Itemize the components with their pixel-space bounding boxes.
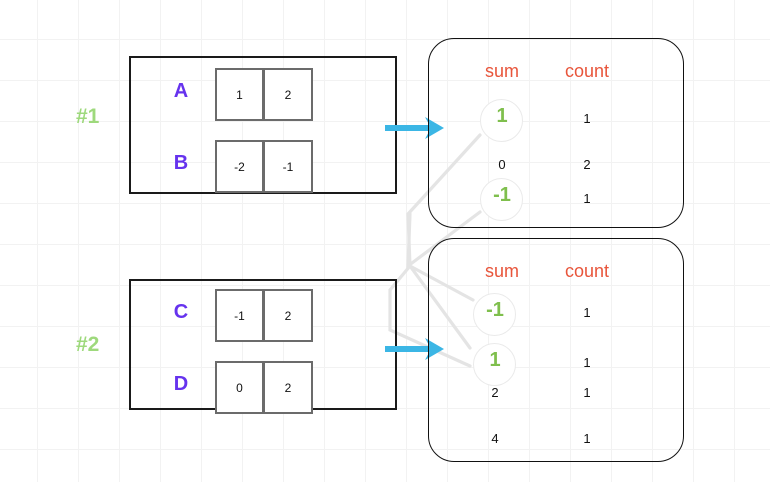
sum-value: 2 — [491, 385, 499, 400]
output-table-2: sum count -1 1 1 1 2 1 4 1 — [428, 238, 684, 462]
count-value: 1 — [583, 111, 591, 126]
count-value: 1 — [583, 355, 591, 370]
sum-value: 1 — [496, 105, 508, 127]
count-value: 1 — [583, 431, 591, 446]
row-label-d: D — [173, 373, 189, 395]
row-label-c: C — [173, 301, 189, 323]
count-value: 2 — [583, 157, 591, 172]
group-tag-1: #1 — [76, 105, 100, 128]
sum-value: 1 — [489, 349, 501, 371]
row-cells-b: -2 -1 — [215, 140, 313, 193]
column-header-sum: sum — [484, 261, 519, 281]
highlight-ring — [473, 293, 516, 336]
input-row-c: C -1 2 — [131, 289, 399, 345]
cell: -1 — [264, 140, 313, 193]
cell: 2 — [264, 361, 313, 414]
arrow-group2-to-output2 — [385, 335, 445, 363]
count-value: 1 — [583, 385, 591, 400]
input-row-b: B -2 -1 — [131, 140, 399, 196]
input-group-1: A 1 2 B -2 -1 — [129, 56, 397, 194]
input-group-2: C -1 2 D 0 2 — [129, 279, 399, 414]
input-row-d: D 0 2 — [131, 361, 399, 417]
cell: 1 — [215, 68, 264, 121]
count-value: 1 — [583, 191, 591, 206]
highlight-ring — [480, 99, 523, 142]
highlight-ring — [473, 343, 516, 386]
row-label-b: B — [173, 152, 189, 174]
sum-value: 4 — [491, 431, 499, 446]
column-header-count: count — [564, 61, 610, 81]
column-header-sum: sum — [484, 61, 519, 81]
highlight-ring — [480, 178, 523, 221]
column-header-count: count — [564, 261, 610, 281]
output-table-1: sum count 1 1 0 2 -1 1 — [428, 38, 684, 228]
input-row-a: A 1 2 — [131, 68, 399, 124]
cell: 2 — [264, 289, 313, 342]
row-cells-c: -1 2 — [215, 289, 313, 342]
cell: 0 — [215, 361, 264, 414]
group-tag-2: #2 — [76, 333, 100, 356]
cell: -2 — [215, 140, 264, 193]
count-value: 1 — [583, 305, 591, 320]
sum-value: -1 — [493, 184, 511, 206]
cell: 2 — [264, 68, 313, 121]
sum-value: 0 — [498, 157, 506, 172]
cell: -1 — [215, 289, 264, 342]
row-cells-d: 0 2 — [215, 361, 313, 414]
row-cells-a: 1 2 — [215, 68, 313, 121]
row-label-a: A — [173, 80, 189, 102]
sum-value: -1 — [486, 299, 504, 321]
arrow-group1-to-output1 — [385, 114, 445, 142]
